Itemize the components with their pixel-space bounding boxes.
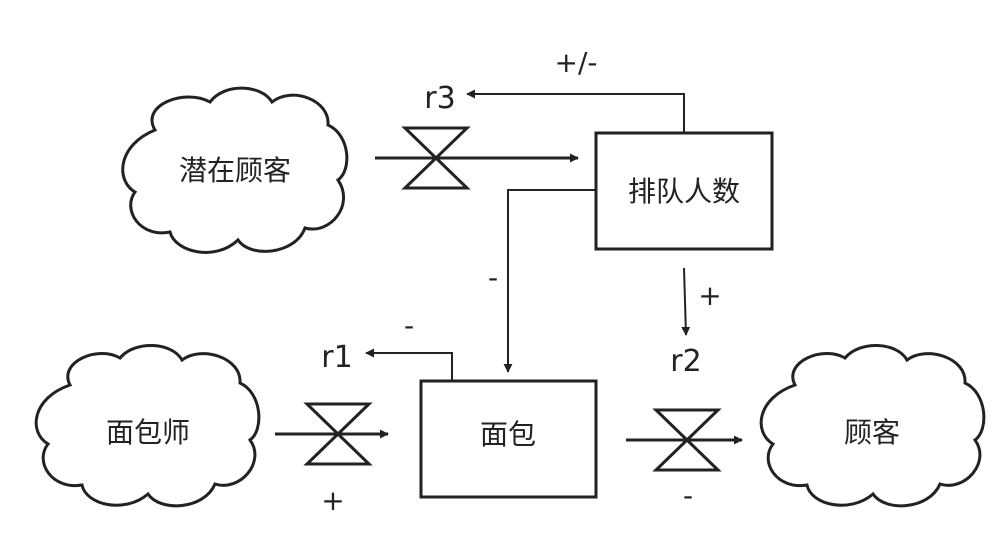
stock-label: 排队人数: [628, 175, 740, 208]
stock-label: 面包: [480, 418, 536, 451]
cloud-customers: 顾客: [759, 344, 986, 508]
link-line: [365, 348, 453, 381]
sign-r2-flow: -: [683, 479, 693, 512]
link-line: [503, 189, 596, 373]
link-queue-to-r3: +/-: [466, 46, 685, 133]
sign-queue-to-bread: -: [488, 261, 498, 294]
flow-r3: r3: [375, 81, 579, 190]
rate-label-r1: r1: [321, 340, 352, 375]
link-queue-to-bread: -: [488, 189, 596, 373]
cloud-shape: [34, 344, 261, 508]
link-queue-to-r2: +: [681, 267, 722, 336]
flow-r2: r2 -: [626, 344, 743, 512]
rate-label-r3: r3: [424, 81, 455, 116]
sign-queue-to-r2: +: [698, 279, 721, 312]
stock-box: [419, 379, 598, 499]
link-line: [681, 267, 691, 336]
link-bread-to-r1: -: [365, 309, 453, 381]
flow-r1: r1 +: [275, 340, 389, 517]
cloud-shape: [121, 86, 349, 254]
cloud-shape: [759, 344, 986, 508]
cloud-potential-customers: 潜在顾客: [121, 86, 349, 254]
cloud-label: 顾客: [844, 416, 900, 449]
sign-r3-link: +/-: [555, 46, 598, 79]
stock-bread: 面包: [419, 379, 598, 499]
sign-r1-flow: +: [321, 484, 344, 517]
cloud-baker: 面包师: [34, 344, 261, 508]
stock-queue: 排队人数: [594, 131, 774, 251]
sign-bread-to-r1: -: [404, 309, 414, 342]
link-line: [466, 89, 685, 133]
cloud-label: 面包师: [106, 416, 190, 449]
rate-label-r2: r2: [670, 344, 701, 379]
cloud-label: 潜在顾客: [179, 154, 291, 187]
